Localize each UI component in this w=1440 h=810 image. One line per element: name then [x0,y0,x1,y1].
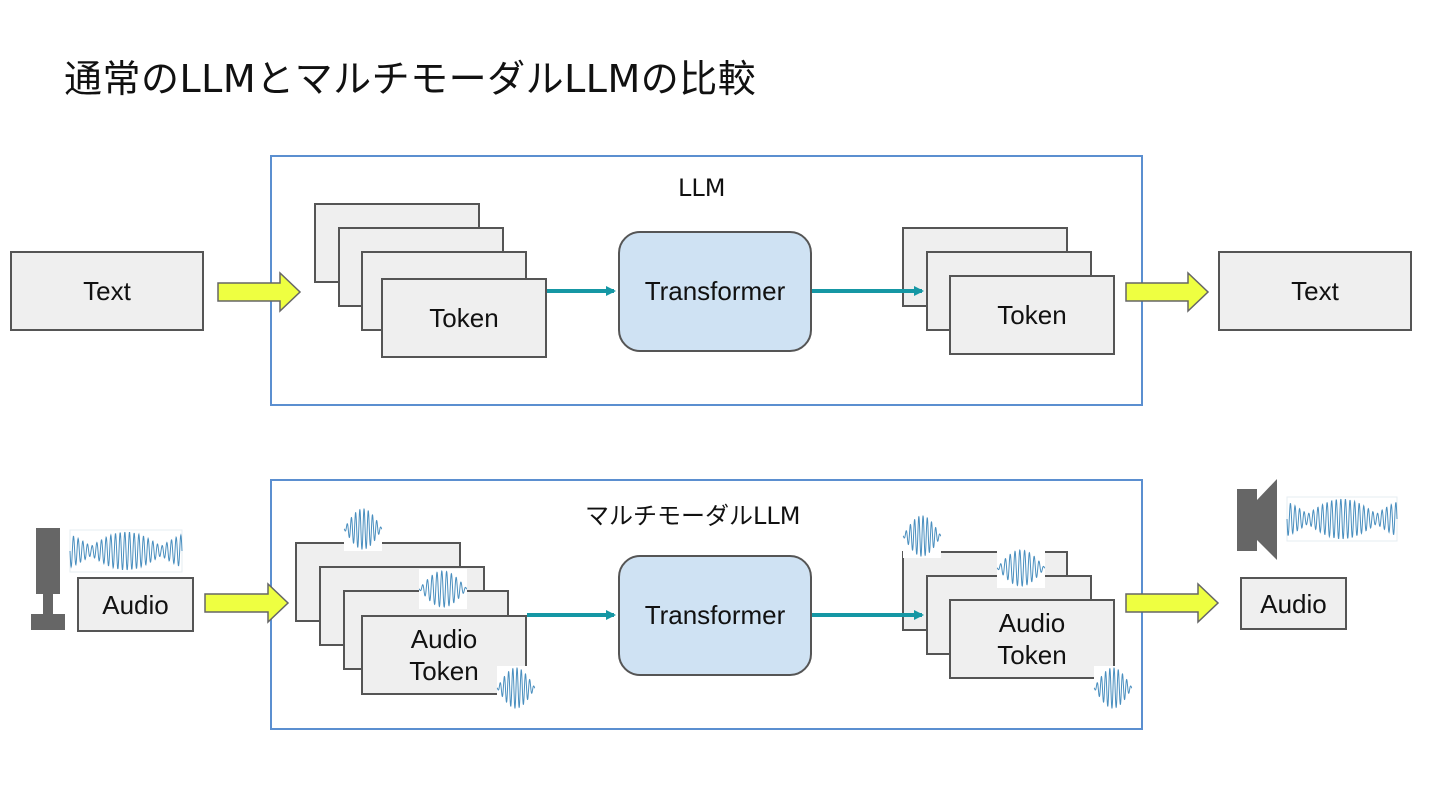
transformer-label: Transformer [644,276,786,306]
block-arrow-audio-in [204,582,290,624]
text-output-label: Text [1291,276,1339,306]
llm-panel-label: LLM [678,174,726,202]
multimodal-transformer-block: Transformer [618,555,812,676]
page-title: 通常のLLMとマルチモーダルLLMの比較 [64,57,757,101]
waveform-output-token-2 [996,548,1046,588]
token-card-front: Token [381,278,547,358]
microphone-icon [31,528,65,630]
output-audio-token-card-front: Audio Token [949,599,1115,679]
waveform-mic [69,529,183,573]
speaker-icon [1237,479,1277,560]
transformer-block: Transformer [618,231,812,352]
audio-token-label: Audio Token [409,624,479,686]
waveform-token-1 [343,507,383,551]
output-audio-token-label: Audio Token [997,608,1067,670]
waveform-token-3 [496,666,536,710]
block-arrow-audio-out [1125,582,1220,624]
waveform-token-2 [418,569,468,609]
waveform-speaker [1286,496,1398,542]
block-arrow-text-in [217,271,302,313]
text-output-box: Text [1218,251,1412,331]
llm-panel [270,155,1143,406]
audio-input-box: Audio [77,577,194,632]
audio-output-label: Audio [1260,588,1327,619]
waveform-output-token-1 [902,514,942,558]
text-input-box: Text [10,251,204,331]
audio-output-box: Audio [1240,577,1347,630]
text-input-label: Text [83,276,131,306]
multimodal-transformer-label: Transformer [644,600,786,630]
waveform-output-token-3 [1093,666,1133,710]
token-label: Token [429,303,499,333]
multimodal-llm-panel-label: マルチモーダルLLM [585,502,801,530]
block-arrow-text-out [1125,271,1210,313]
output-token-label: Token [997,300,1067,330]
output-token-card-front: Token [949,275,1115,355]
audio-input-label: Audio [102,589,169,620]
